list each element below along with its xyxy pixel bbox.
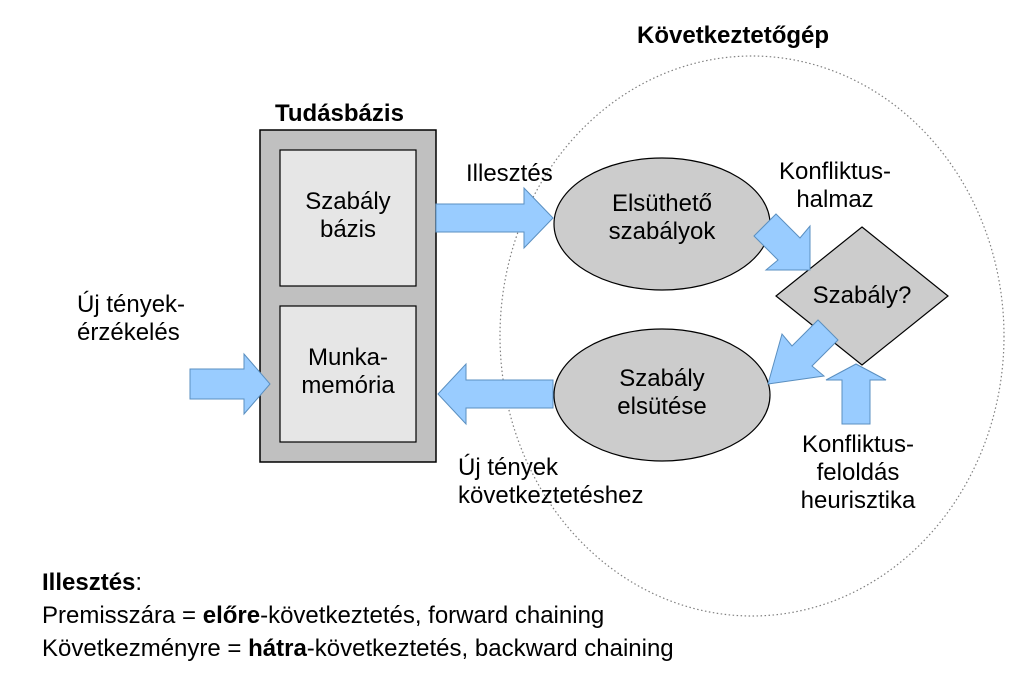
- conflict-resolution-line3: heurisztika: [800, 487, 916, 514]
- fire-rule-line1: Szabály: [619, 365, 705, 392]
- working-memory-line1: Munka-: [307, 344, 389, 371]
- input-label-line2: érzékelés: [77, 319, 180, 346]
- legend-forward-prefix: Premisszára =: [42, 602, 203, 629]
- fire-rule-line2: elsütése: [617, 393, 707, 420]
- firable-rules-line2: szabályok: [608, 218, 716, 245]
- matching-label: Illesztés: [466, 160, 553, 187]
- legend-heading: Illesztés:: [42, 568, 142, 598]
- heuristic-arrow: [825, 363, 887, 425]
- input-arrow: [189, 352, 271, 416]
- legend-forward-bold: előre: [202, 602, 261, 629]
- legend-heading-colon: :: [135, 569, 143, 596]
- rule-base-line2: bázis: [319, 216, 377, 243]
- working-memory-label: Munka- memória: [280, 344, 416, 400]
- rule-base-box: [279, 149, 417, 287]
- input-label: Új tények- érzékelés: [77, 291, 185, 347]
- new-facts-line2: következtetéshez: [458, 482, 644, 509]
- legend-backward-suffix: -következtetés, backward chaining: [306, 635, 674, 662]
- conflict-set-label: Konfliktus- halmaz: [760, 158, 910, 214]
- legend-line-forward: Premisszára = előre-következtetés, forwa…: [42, 601, 604, 631]
- fire-rule-node: [553, 328, 771, 462]
- firable-rules-line1: Elsüthető: [611, 190, 713, 217]
- legend-backward-prefix: Következményre =: [42, 635, 249, 662]
- legend-heading-text: Illesztés: [42, 569, 136, 596]
- conflict-resolution-label: Konfliktus- feloldás heurisztika: [776, 431, 940, 515]
- decision-label: Szabály?: [812, 282, 912, 309]
- new-facts-line1: Új tények: [458, 454, 559, 481]
- working-memory-line2: memória: [301, 372, 395, 399]
- legend-backward-bold: hátra: [248, 635, 307, 662]
- legend-forward-suffix: -következtetés, forward chaining: [260, 602, 605, 629]
- conflict-resolution-line2: feloldás: [816, 459, 900, 486]
- conflict-set-arrow: [753, 213, 811, 271]
- fire-rule-label: Szabály elsütése: [554, 365, 770, 421]
- new-facts-label: Új tények következtetéshez: [458, 454, 643, 510]
- conflict-resolution-line1: Konfliktus-: [801, 431, 915, 458]
- inference-engine-title: Következtetőgép: [637, 22, 830, 49]
- legend-line-backward: Következményre = hátra-következtetés, ba…: [42, 634, 674, 664]
- conflict-set-line1: Konfliktus-: [778, 158, 892, 185]
- matching-arrow: [435, 186, 554, 250]
- input-label-line1: Új tények-: [77, 291, 186, 318]
- rule-base-label: Szabály bázis: [280, 188, 416, 244]
- firable-rules-label: Elsüthető szabályok: [554, 190, 770, 246]
- conflict-set-line2: halmaz: [796, 186, 874, 213]
- working-memory-box: [279, 305, 417, 443]
- selected-rule-arrow: [767, 319, 839, 385]
- inference-engine-boundary: [499, 55, 1005, 617]
- new-facts-arrow: [437, 362, 554, 426]
- knowledge-base-title: Tudásbázis: [275, 100, 404, 127]
- rule-base-line1: Szabály: [305, 188, 391, 215]
